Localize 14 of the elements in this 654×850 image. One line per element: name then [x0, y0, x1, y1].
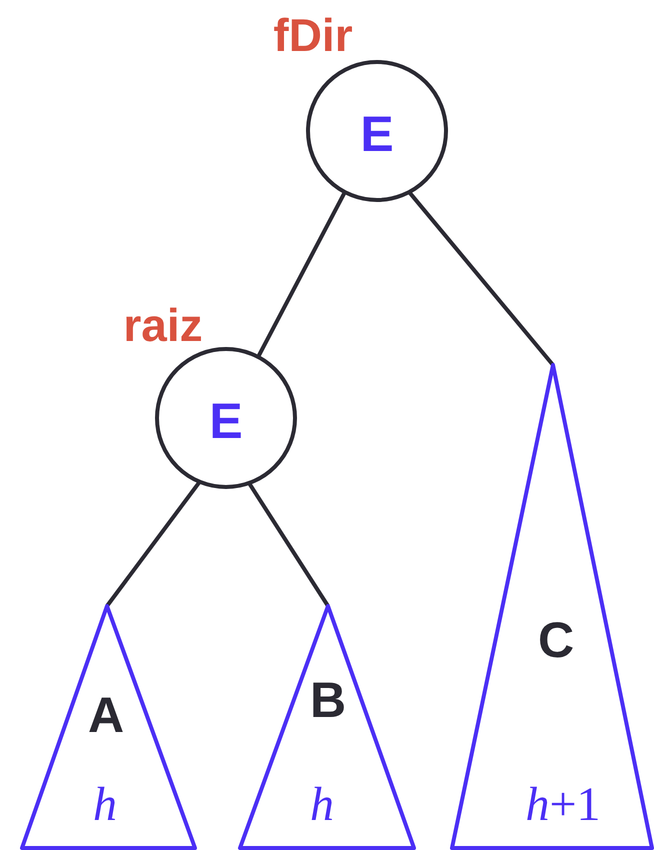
subtree-name: C [538, 615, 574, 665]
tree-edge [256, 191, 347, 358]
tree-edge [105, 480, 202, 608]
pointer-label: fDir [273, 12, 353, 58]
subtree-name: A [88, 690, 124, 740]
subtree-name: B [310, 675, 346, 725]
tree-edge [247, 482, 330, 608]
subtree-height: h [93, 781, 117, 829]
node-key: E [209, 396, 243, 446]
subtree-height: h [310, 781, 334, 829]
node-key: E [360, 109, 394, 159]
pointer-label: raiz [123, 302, 203, 348]
tree-edge [408, 190, 555, 366]
subtree-height: h+1 [525, 781, 601, 829]
